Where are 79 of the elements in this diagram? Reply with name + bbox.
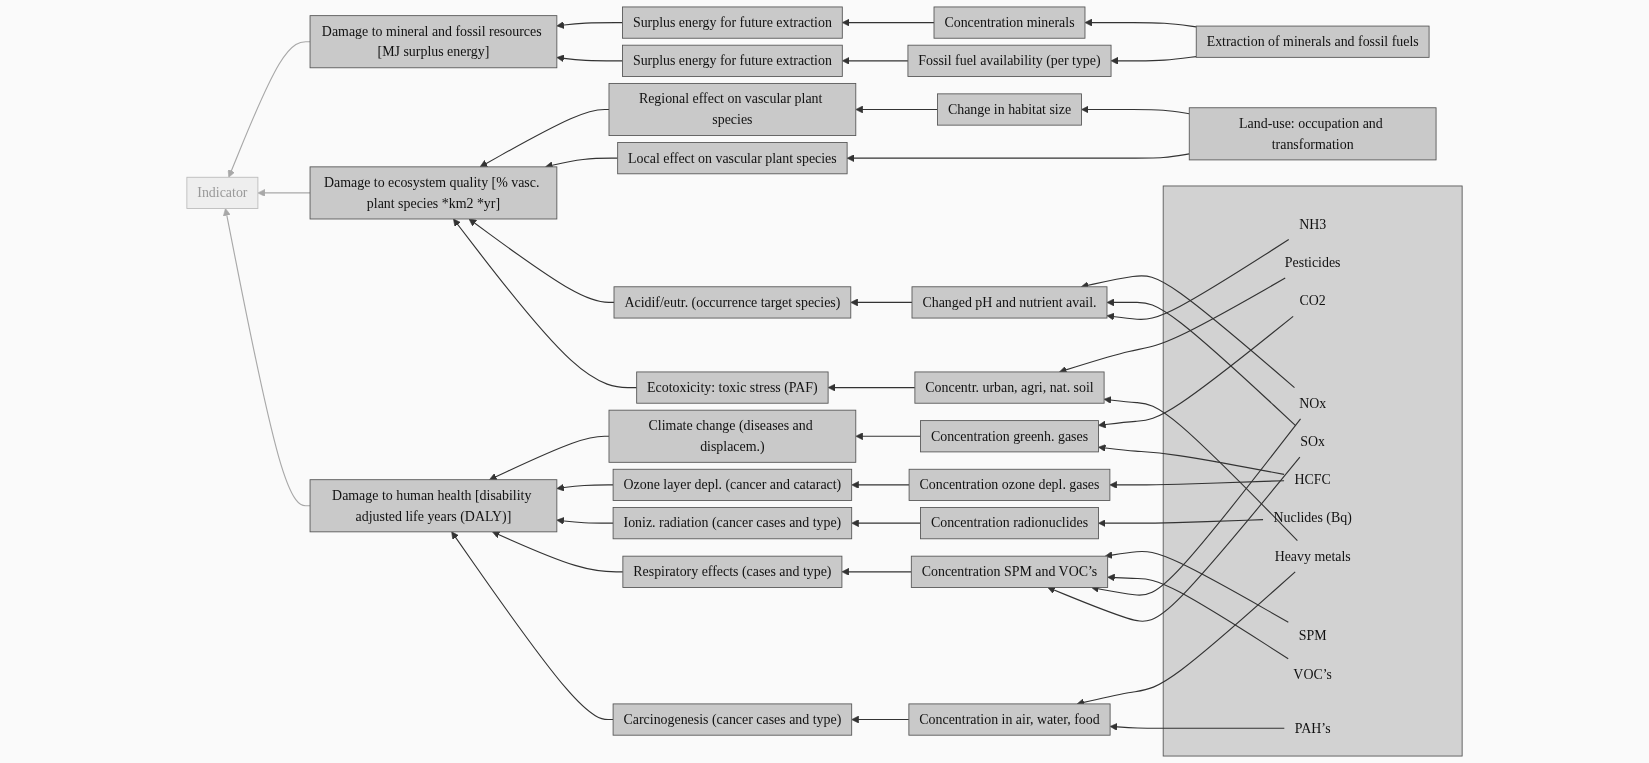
arrow xyxy=(257,189,311,197)
arrow xyxy=(556,483,614,492)
arrow xyxy=(227,41,311,178)
node-box: Damage to ecosystem quality [% vasc. plant species *km2 *yr] xyxy=(309,166,558,220)
arrow xyxy=(223,208,311,507)
node-box: Indicator xyxy=(186,176,259,209)
arrow xyxy=(479,108,610,168)
arrow xyxy=(1098,444,1285,475)
arrow xyxy=(453,218,638,389)
arrow xyxy=(556,21,624,29)
arrow xyxy=(855,105,939,114)
arrow xyxy=(451,531,614,721)
node-box: Change in habitat size xyxy=(937,93,1082,126)
arrow xyxy=(1047,456,1301,622)
node-text: VOC’s xyxy=(1293,666,1332,682)
arrow xyxy=(1107,573,1289,660)
arrow xyxy=(1106,238,1290,321)
node-text: HCFC xyxy=(1294,471,1331,487)
node-text: NH3 xyxy=(1299,216,1327,232)
node-text: SOx xyxy=(1300,433,1326,449)
node-box: Ozone layer depl. (cancer and cataract) xyxy=(612,468,853,501)
arrow xyxy=(1106,298,1297,427)
arrow xyxy=(1109,723,1285,731)
node-box: Extraction of minerals and fossil fuels xyxy=(1195,25,1430,58)
cluster xyxy=(1162,185,1463,757)
node-box: Local effect on vascular plant species xyxy=(617,142,848,175)
node-text: PAH’s xyxy=(1294,720,1331,736)
arrow xyxy=(841,57,909,65)
arrow xyxy=(846,153,1190,162)
node-box: Carcinogenesis (cancer cases and type) xyxy=(612,703,853,736)
node-box: Climate change (diseases and displacem.) xyxy=(608,409,857,463)
node-box: Concentration radionuclides xyxy=(920,507,1099,540)
node-box: Ioniz. radiation (cancer cases and type) xyxy=(612,507,853,540)
node-box: Ecotoxicity: toxic stress (PAF) xyxy=(636,371,829,404)
node-box: Changed pH and nutrient avail. xyxy=(911,286,1108,319)
node-box: Regional effect on vascular plant species xyxy=(608,83,857,136)
arrow xyxy=(1104,550,1289,623)
arrow xyxy=(841,18,935,27)
arrow xyxy=(556,54,624,63)
node-box: Respiratory effects (cases and type) xyxy=(622,555,843,588)
arrow xyxy=(851,715,910,724)
node-text: Heavy metals xyxy=(1274,548,1351,564)
node-box: Fossil fuel availability (per type) xyxy=(907,44,1112,77)
node-box: Surplus energy for future extraction xyxy=(622,44,843,77)
arrow xyxy=(1081,105,1190,115)
node-box: Concentration SPM and VOC’s xyxy=(910,555,1109,588)
arrow xyxy=(1084,18,1197,28)
arrow xyxy=(468,218,615,303)
arrow xyxy=(827,383,916,392)
arrow xyxy=(850,298,913,307)
node-box: Concentration in air, water, food xyxy=(908,703,1111,736)
node-box: Damage to human health [disability adjusted life years (DALY)] xyxy=(309,479,558,533)
node-box: Concentration minerals xyxy=(933,6,1086,39)
arrow xyxy=(851,519,922,527)
node-box: Concentration greenh. gases xyxy=(920,420,1099,453)
node-box: Land-use: occupation and transformation xyxy=(1188,107,1437,161)
node-box: Surplus energy for future extraction xyxy=(622,6,843,39)
arrow xyxy=(1110,56,1197,65)
arrow xyxy=(841,568,912,576)
node-text: NOx xyxy=(1299,395,1327,411)
arrow xyxy=(1098,315,1294,429)
arrow xyxy=(1103,396,1298,542)
node-box: Damage to mineral and fossil resources [MJ surplus energy] xyxy=(309,15,558,69)
node-box: Acidif/eutr. (occurrence target species) xyxy=(613,286,852,319)
arrow xyxy=(489,435,610,481)
node-text: CO2 xyxy=(1299,292,1326,308)
node-box: Concentr. urban, agri, nat. soil xyxy=(914,371,1105,404)
node-text: Pesticides xyxy=(1284,254,1341,270)
arrow xyxy=(1080,275,1296,389)
node-box: Concentration ozone depl. gases xyxy=(908,468,1111,501)
arrow xyxy=(1098,519,1264,527)
node-text: Nuclides (Bq) xyxy=(1273,510,1352,525)
arrow xyxy=(492,531,624,573)
arrow xyxy=(556,517,614,525)
arrow xyxy=(851,481,910,489)
arrow xyxy=(1091,418,1302,596)
arrow xyxy=(1109,480,1285,489)
node-text: SPM xyxy=(1298,628,1327,644)
arrow xyxy=(855,432,922,441)
